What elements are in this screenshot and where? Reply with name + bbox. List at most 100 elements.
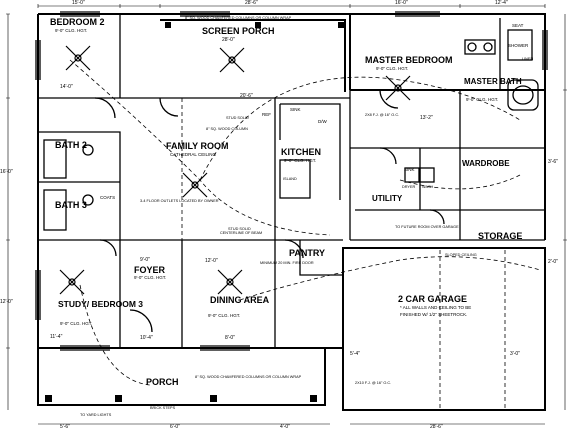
label-dryer: DRYER (402, 185, 416, 189)
ceiling-height-study: 9'-0" CLG. HGT. (60, 321, 93, 326)
porch-column (310, 395, 317, 402)
dryer (419, 167, 435, 183)
dim-label: 5'-6" (60, 424, 70, 430)
toilet (82, 194, 94, 206)
room-label-storage: STORAGE (478, 231, 523, 241)
room-label-garage: 2 CAR GARAGE (398, 294, 468, 304)
dim-label: 11'-4" (50, 334, 63, 340)
stud-solid-note: STUD SOLID (228, 227, 251, 231)
ceiling-height-dining: 9'-0" CLG. HGT. (208, 313, 241, 318)
bathtub (507, 79, 539, 111)
electric-run (399, 174, 521, 190)
room-label-bath2: BATH 2 (55, 140, 87, 150)
bath3-tub (43, 189, 67, 231)
exterior-wall (37, 13, 350, 349)
ceiling-fan (385, 75, 411, 101)
dimension-line (7, 5, 566, 425)
electric-run (239, 256, 541, 301)
fire-door-note: MINIMUM 20 MIN. FIRE DOOR (260, 261, 314, 265)
screen-porch-column-note: 8" SQ. WOOD CHAMFERED COLUMNS OR COLUMN … (185, 16, 292, 20)
room-label-pantry: PANTRY (289, 248, 325, 258)
washer (404, 167, 420, 183)
dim-label: 16'-0" (0, 169, 13, 175)
shower-stall (507, 29, 533, 61)
window (35, 30, 548, 320)
dim-label: 5'-4" (350, 351, 360, 357)
dim-label: 28'-6" (430, 424, 443, 430)
door-swing (379, 89, 399, 109)
door-swing (379, 147, 397, 165)
label-island: ISLAND (283, 177, 297, 181)
door-swing (429, 209, 445, 225)
dimension-line (37, 4, 546, 8)
label-wash: WASH (422, 185, 434, 189)
garage-wall (342, 247, 546, 411)
family-room-ceiling: CATHEDRAL CEILING (170, 152, 217, 157)
lavatory (467, 42, 477, 52)
joist-note-master: 2X8 F.J. @ 16" O.C. (365, 113, 400, 117)
bath2-tub (43, 139, 67, 179)
window (60, 11, 440, 17)
interior-wall (350, 210, 545, 241)
kitchen-counter (279, 103, 341, 200)
dim-label: 16'-0" (395, 0, 408, 6)
room-label-study: STUDY/ BEDROOM 3 (58, 299, 144, 309)
tub-oval (512, 85, 534, 105)
joist-note-garage: 2X10 F.J. @ 16" O.C. (355, 381, 392, 385)
dim-label: 14'-0" (60, 84, 73, 90)
label-sink-kitchen: SINK (290, 107, 301, 112)
door-swing (159, 97, 179, 117)
dim-label: 8'-0" (225, 335, 235, 341)
ceiling-fan (182, 172, 208, 198)
window (60, 345, 250, 351)
ceiling-fan (65, 45, 91, 71)
door-swing (99, 239, 117, 257)
ceiling-height-master-bath: 9'-0" CLG. HGT. (466, 97, 499, 102)
beam-line (120, 98, 506, 410)
label-brick-steps: BRICK STEPS (150, 406, 176, 410)
room-label-kitchen: KITCHEN (281, 147, 321, 157)
label-seat: SEAT (512, 23, 524, 28)
floor-outlets-note: 3-4 FLOOR OUTLETS LOCATED BY OWNER (140, 199, 219, 203)
label-dishwasher: D/W (318, 119, 327, 124)
porch-column (45, 395, 52, 402)
porch-column (210, 395, 217, 402)
room-label-bedroom2: BEDROOM 2 (50, 17, 105, 27)
ceiling-fan (219, 47, 245, 73)
ceiling-fan (217, 269, 243, 295)
future-room-note: TO FUTURE ROOM OVER GARAGE (395, 225, 459, 229)
ceiling-height-kitchen: 9'-0" CLG. HGT. (284, 158, 317, 163)
dim-label: 20'-6" (240, 93, 253, 99)
dim-label: 12'-4" (495, 0, 508, 6)
room-label-bath3: BATH 3 (55, 200, 87, 210)
screen-porch-column (338, 22, 344, 28)
ceiling-height-foyer: 9'-0" CLG. HGT. (134, 275, 167, 280)
porch-column (115, 395, 122, 402)
dim-label: 15'-0" (72, 0, 85, 6)
ceiling-height-master-bedroom: 9'-0" CLG. HGT. (376, 66, 409, 71)
room-label-porch: PORCH (146, 377, 179, 387)
vanity (464, 39, 496, 55)
porch-column-note: 8" SQ. WOOD CHAMFERED COLUMNS OR COLUMN … (195, 375, 302, 379)
interior-wall (160, 97, 350, 240)
dimension-line (6, 13, 567, 349)
room-label-utility: UTILITY (372, 194, 403, 203)
dim-label: 13'-2" (420, 115, 433, 121)
interior-wall (119, 240, 276, 348)
garage-note-2: FINISHED W/ 1/2" SHEETROCK. (400, 312, 468, 317)
dim-label: 6'-0" (170, 424, 180, 430)
toilet (82, 144, 94, 156)
label-ref: REF (262, 112, 271, 117)
room-label-family-room: FAMILY ROOM (166, 141, 229, 151)
label-yard-lights: TO YARD LIGHTS (80, 413, 112, 417)
door-swing (129, 309, 153, 333)
stud-solid-note: STUD SOLID (226, 116, 249, 120)
dim-label: 12'-0" (205, 258, 218, 264)
screen-porch-column (255, 22, 261, 28)
label-sink-utility: SINK (404, 167, 415, 172)
ceiling-height-bedroom2: 9'-0" CLG. HGT. (55, 28, 88, 33)
dim-label: 3'-0" (510, 351, 520, 357)
dim-label: 9'-0" (140, 257, 150, 263)
